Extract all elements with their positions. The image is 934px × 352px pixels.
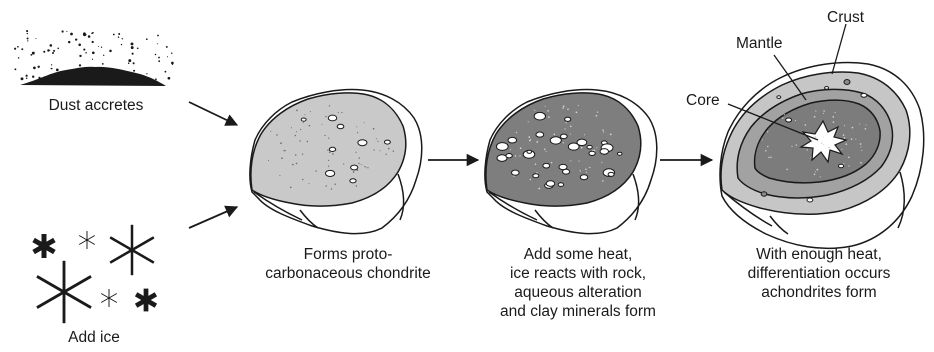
arrow-dust-to-stage1 <box>189 102 237 125</box>
core-label: Core <box>686 92 720 109</box>
snowflakes-icon <box>34 225 156 323</box>
arrow-ice-to-stage1 <box>189 207 237 228</box>
altered-chondrite-body <box>485 90 657 234</box>
stage2-surface <box>486 93 641 206</box>
dust-accretes-label: Dust accretes <box>26 96 166 115</box>
add-ice-label: Add ice <box>44 328 144 347</box>
mantle-label: Mantle <box>736 35 783 52</box>
stage3-caption: With enough heat, differentiation occurs… <box>724 245 914 302</box>
dust-cloud-icon <box>14 30 174 86</box>
proto-chondrite-body <box>250 90 422 234</box>
stage1-caption: Forms proto- carbonaceous chondrite <box>248 245 448 283</box>
differentiated-body <box>720 63 924 249</box>
stage1-surface <box>251 93 406 206</box>
stage2-caption: Add some heat, ice reacts with rock, aqu… <box>488 245 668 321</box>
crust-label: Crust <box>827 9 865 26</box>
